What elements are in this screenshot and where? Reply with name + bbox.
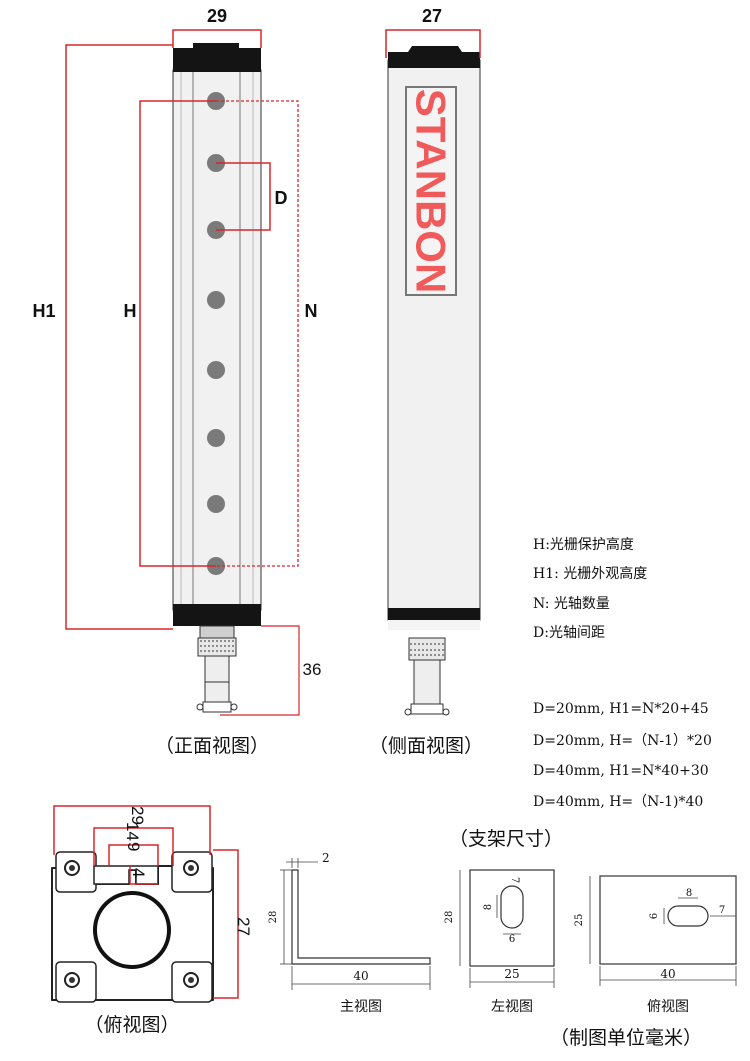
formula-item: D=40mm, H1=N*40+30	[533, 763, 709, 779]
bracket-top-caption: 俯视图	[647, 999, 689, 1015]
side-width-dim	[385, 29, 481, 58]
front-dimensions	[65, 29, 300, 716]
led-dot	[207, 495, 225, 513]
led-dot	[207, 361, 225, 379]
top-dim-27: 27	[234, 917, 253, 936]
bracket-top-view: 8 6 7 25 40 俯视图	[574, 875, 737, 1015]
bracket-left-caption: 左视图	[491, 999, 533, 1015]
bracket-top-height: 25	[574, 914, 585, 927]
front-top-cap	[173, 48, 261, 72]
front-connector	[196, 625, 238, 713]
bracket-left-view: 7 8 6 28 25 左视图	[444, 869, 555, 1015]
footer-note: （制图单位毫米）	[550, 1027, 702, 1049]
top-view-dimensions	[53, 805, 239, 999]
center-bore	[93, 891, 171, 969]
side-caption: （侧面视图）	[369, 735, 483, 757]
front-n-guide	[216, 100, 299, 567]
top-dim-14: 14	[123, 822, 142, 841]
bracket-left-width: 25	[504, 967, 519, 981]
bracket-left-slot-len: 8	[483, 904, 494, 910]
legend-item: N: 光轴数量	[533, 596, 610, 612]
bracket-top-slot-w: 6	[649, 913, 660, 919]
front-body	[172, 69, 262, 611]
bracket-slot	[500, 885, 524, 929]
front-width-label: 29	[207, 6, 227, 26]
formulas: D=20mm, H1=N*20+45 D=20mm, H=（N-1）*20 D=…	[533, 701, 712, 810]
bracket-top-width: 40	[660, 967, 675, 981]
bracket-top-edge: 7	[719, 905, 725, 916]
side-connector	[404, 637, 450, 716]
led-dot	[207, 291, 225, 309]
formula-item: D=40mm, H=（N-1)*40	[533, 794, 703, 810]
legend-item: D:光轴间距	[533, 625, 605, 641]
side-view: STANBON	[387, 46, 481, 716]
front-h-label: H	[124, 301, 137, 321]
bracket-top-slot	[667, 905, 709, 927]
brand-box	[405, 86, 457, 296]
formula-item: D=20mm, H1=N*20+45	[533, 701, 709, 717]
bracket-top-slot-len: 8	[686, 888, 692, 899]
top-view-caption: （俯视图）	[84, 1014, 179, 1036]
front-connector-label: 36	[303, 660, 322, 679]
bracket-main-length: 40	[353, 969, 368, 983]
top-dim-9: 9	[124, 842, 143, 851]
front-h1-label: H1	[32, 301, 55, 321]
front-caption: （正面视图）	[155, 735, 269, 757]
bracket-left-height: 28	[444, 911, 455, 924]
front-view	[172, 43, 262, 713]
bracket-main-height: 28	[268, 911, 279, 924]
front-n-label: N	[305, 301, 318, 321]
front-d-label: D	[275, 188, 288, 208]
legend-item: H:光栅保护高度	[533, 536, 634, 553]
bracket-left-slot-top: 7	[509, 877, 520, 883]
led-dot	[207, 429, 225, 447]
brand-text: STANBON	[408, 89, 455, 294]
bracket-main-thickness: 2	[322, 851, 330, 865]
bracket-main-view: 2 28 40 主视图	[268, 851, 431, 1015]
bracket-main-caption: 主视图	[340, 999, 382, 1015]
formula-item: D=20mm, H=（N-1）*20	[533, 733, 712, 749]
top-dim-29: 29	[128, 806, 147, 825]
legend-item: H1: 光栅外观高度	[533, 565, 647, 582]
top-view	[51, 851, 214, 1003]
legend: H:光栅保护高度 H1: 光栅外观高度 N: 光轴数量 D:光轴间距	[533, 536, 647, 641]
front-bottom-cap	[173, 604, 261, 626]
bracket-title: （支架尺寸）	[449, 828, 563, 850]
top-dim-4: 4	[129, 868, 148, 877]
side-width-label: 27	[422, 6, 442, 26]
bracket-left-slot-w: 6	[509, 934, 515, 945]
